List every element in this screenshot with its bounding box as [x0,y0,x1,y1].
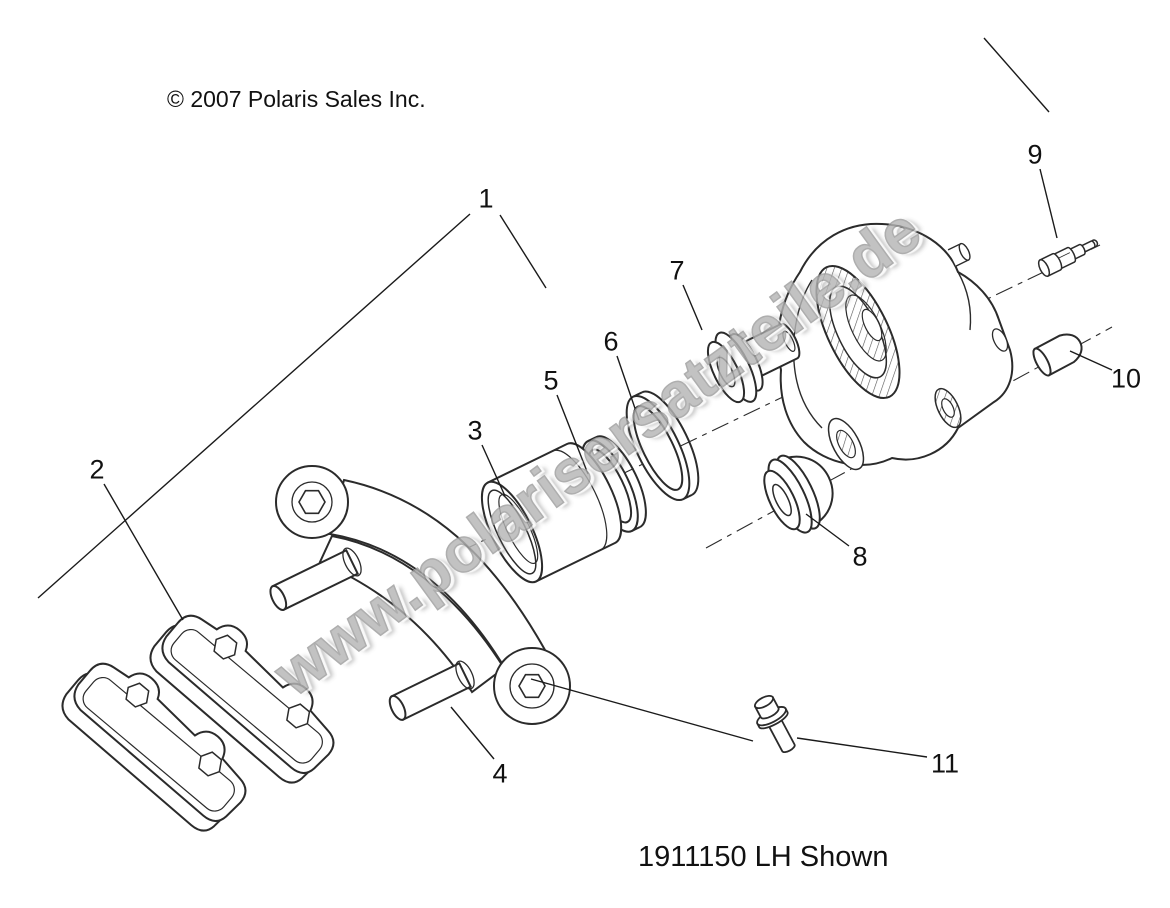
part-label-10: 10 [1110,363,1142,394]
part-label-8: 8 [852,541,868,572]
bracket-pin-upper [269,547,362,611]
caliper-bore [815,264,901,400]
part-label-7: 7 [669,255,685,286]
caliper-lower-bore [827,417,865,471]
brake-pad-front [61,662,247,832]
part-label-2: 2 [89,454,105,485]
part-label-1: 1 [478,183,494,214]
brake-pads-drawing [61,614,335,832]
brake-pad-rear [149,614,335,784]
cap-10-drawing [1032,333,1083,377]
caliper-lug-bore [934,387,962,429]
bleeder-boss [947,242,971,267]
bleeder-screw-drawing [1037,239,1099,278]
piston-drawing [480,442,623,584]
caption-text: 1911150 LH Shown [638,841,889,873]
dust-cap-8-drawing [763,454,834,534]
copyright-text: © 2007 Polaris Sales Inc. [167,86,426,112]
caliper-body-drawing [776,222,1014,471]
mount-bracket-drawing [269,465,571,725]
part-label-11: 11 [930,748,960,779]
part-label-5: 5 [543,365,559,396]
part-label-6: 6 [603,326,619,357]
bolt-11-drawing [753,694,796,754]
seal-6-drawing [625,390,700,502]
part-label-4: 4 [492,758,508,789]
caliper-side-hole [991,328,1009,352]
bracket-pin-lower [388,660,475,721]
part-label-9: 9 [1027,139,1043,170]
piston-boot-drawing [706,322,801,404]
part-label-3: 3 [467,415,483,446]
leader-lines [37,37,1113,760]
